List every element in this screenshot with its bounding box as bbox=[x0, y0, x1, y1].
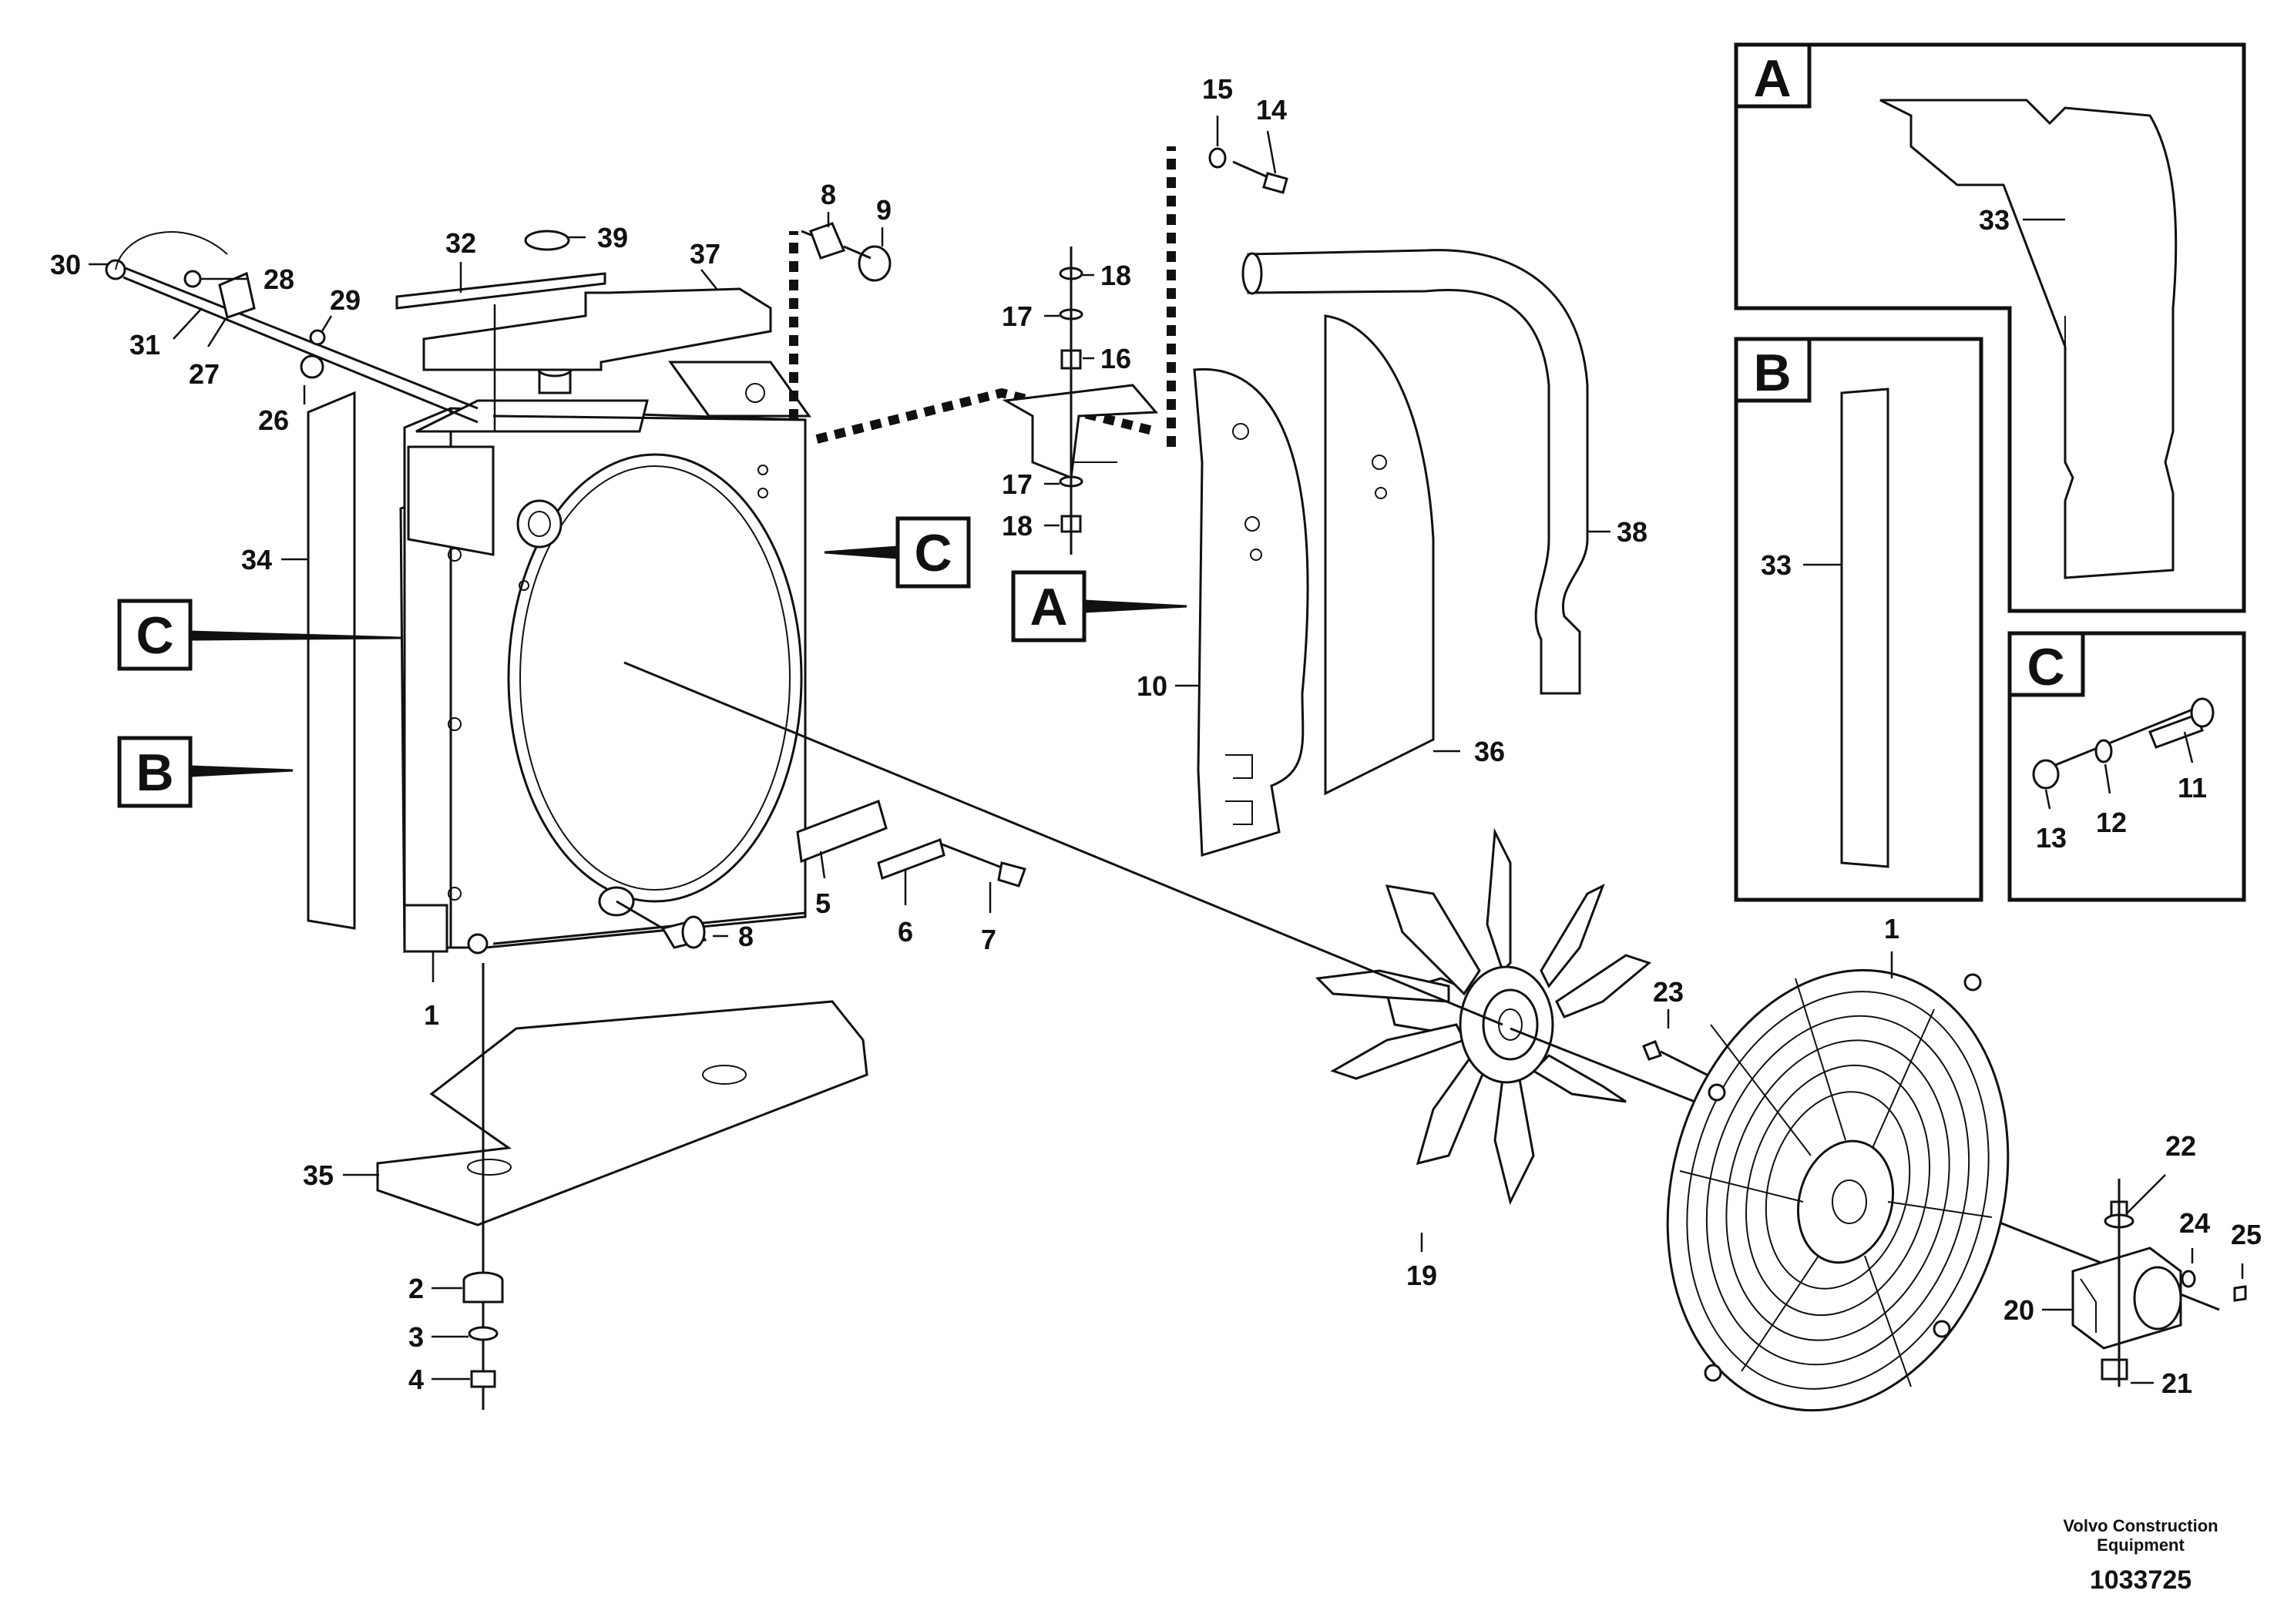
callout-c-left: C bbox=[136, 606, 173, 665]
part-label-34: 34 bbox=[241, 544, 272, 575]
document-number: 1033725 bbox=[2090, 1565, 2192, 1595]
detail-c-letter: C bbox=[2027, 638, 2064, 696]
part-label-15: 15 bbox=[1202, 73, 1233, 105]
part-label-39: 39 bbox=[597, 222, 628, 253]
part-label-30: 30 bbox=[50, 249, 81, 280]
part-label-2: 2 bbox=[408, 1273, 424, 1304]
part-label-25: 25 bbox=[2231, 1219, 2262, 1250]
foam-strip-34 bbox=[307, 391, 356, 930]
detail-b-letter: B bbox=[1753, 344, 1791, 402]
detail-a-box bbox=[1734, 42, 2246, 613]
part-label-29: 29 bbox=[330, 284, 361, 316]
part-label-37: 37 bbox=[690, 238, 720, 270]
part-label-18-lower: 18 bbox=[1002, 510, 1033, 542]
part-label-35: 35 bbox=[303, 1159, 334, 1191]
hose-38 bbox=[1247, 249, 1589, 695]
company-name-line1: Volvo Construction bbox=[2063, 1516, 2218, 1535]
part-label-26: 26 bbox=[258, 404, 289, 436]
part-label-4: 4 bbox=[408, 1364, 424, 1395]
bracket-37 bbox=[422, 287, 772, 371]
part-label-3: 3 bbox=[408, 1321, 424, 1353]
part-label-22: 22 bbox=[2165, 1130, 2196, 1162]
part-label-33-detail-b: 33 bbox=[1761, 549, 1792, 581]
detail-c-box bbox=[2007, 631, 2246, 902]
part-label-19: 19 bbox=[1406, 1260, 1437, 1291]
fan-guard bbox=[1666, 968, 2010, 1412]
part-label-21: 21 bbox=[2161, 1367, 2192, 1399]
baffle-10 bbox=[1193, 367, 1309, 857]
part-label-13: 13 bbox=[2036, 822, 2067, 854]
part-label-20: 20 bbox=[2003, 1294, 2034, 1326]
part-label-16: 16 bbox=[1100, 343, 1131, 374]
part-label-38: 38 bbox=[1617, 516, 1647, 548]
radiator-assembly bbox=[399, 359, 811, 955]
part-label-31: 31 bbox=[129, 329, 160, 361]
panel-36 bbox=[1324, 314, 1435, 796]
callout-c-right: C bbox=[914, 524, 952, 582]
part-label-6: 6 bbox=[898, 916, 913, 948]
cap-39 bbox=[524, 230, 570, 251]
motor-20 bbox=[2071, 1179, 2247, 1387]
part-label-24: 24 bbox=[2179, 1207, 2210, 1239]
part-label-17-lower: 17 bbox=[1002, 468, 1033, 500]
detail-a-letter: A bbox=[1753, 49, 1791, 108]
seal-32 bbox=[395, 272, 606, 310]
company-name-line2: Equipment bbox=[2097, 1535, 2185, 1555]
part-label-23: 23 bbox=[1653, 976, 1684, 1008]
part-label-11: 11 bbox=[2178, 772, 2207, 804]
part-label-12: 12 bbox=[2096, 807, 2127, 838]
part-label-9: 9 bbox=[876, 194, 892, 226]
part-label-7: 7 bbox=[981, 924, 996, 955]
part-label-1: 1 bbox=[424, 999, 439, 1031]
part-label-28: 28 bbox=[264, 263, 294, 295]
fan-19 bbox=[1315, 827, 1652, 1206]
plate-35 bbox=[376, 1000, 868, 1226]
part-label-14: 14 bbox=[1256, 94, 1287, 126]
part-label-17-upper: 17 bbox=[1002, 300, 1033, 332]
part-label-8-top: 8 bbox=[821, 179, 836, 210]
part-label-27: 27 bbox=[189, 358, 220, 390]
callout-a: A bbox=[1029, 578, 1067, 636]
part-label-18-upper: 18 bbox=[1100, 260, 1131, 291]
part-label-1-guard: 1 bbox=[1884, 913, 1899, 945]
part-label-5: 5 bbox=[815, 887, 831, 919]
part-label-8-lower: 8 bbox=[738, 921, 754, 952]
callout-b-left: B bbox=[136, 743, 173, 802]
part-label-10: 10 bbox=[1137, 670, 1167, 702]
part-label-33-detail-a: 33 bbox=[1979, 204, 2010, 236]
part-label-32: 32 bbox=[445, 227, 476, 259]
part-label-36: 36 bbox=[1474, 736, 1505, 767]
mounts bbox=[462, 963, 504, 1410]
detail-b-box bbox=[1734, 337, 1983, 902]
rod-assembly bbox=[105, 231, 479, 424]
